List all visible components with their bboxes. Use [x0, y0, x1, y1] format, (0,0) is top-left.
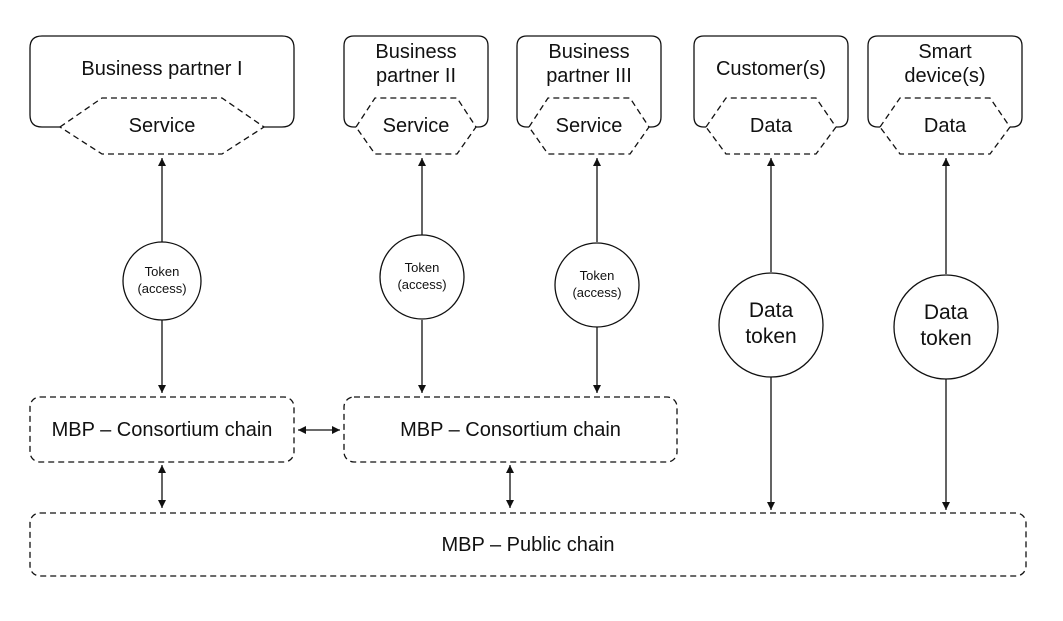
party-box-customers [693, 35, 849, 128]
party-box-business-partner-1 [29, 35, 295, 128]
data-token-label-customers: Data token [745, 299, 797, 349]
service-hexagon-1 [58, 97, 266, 155]
token-circle-2 [379, 234, 465, 320]
service-label-1: Service [128, 115, 196, 137]
token-label-3: Token (access) [572, 268, 622, 300]
token-label-1: Token (access) [137, 264, 187, 296]
data-hexagon-customers [705, 97, 837, 155]
data-token-circle-customers [718, 272, 824, 378]
party-box-business-partner-3 [516, 35, 662, 128]
service-hexagon-2 [355, 97, 477, 155]
party-box-smart-devices [867, 35, 1023, 128]
token-circle-3 [554, 242, 640, 328]
data-token-label-smart-devices: Data token [920, 301, 972, 351]
token-label-2: Token (access) [397, 260, 447, 292]
service-label-2: Service [382, 115, 450, 137]
consortium-chain-label-right: MBP – Consortium chain [400, 419, 621, 441]
public-chain-box [29, 512, 1027, 577]
public-chain-label: MBP – Public chain [441, 534, 615, 556]
party-box-business-partner-2 [343, 35, 489, 128]
service-label-3: Service [555, 115, 623, 137]
consortium-chain-label-left: MBP – Consortium chain [51, 419, 273, 441]
party-title-business-partner-2: Business partner II [375, 41, 457, 87]
data-label-smart-devices: Data [923, 115, 967, 137]
consortium-chain-box-left [29, 396, 295, 463]
token-circle-1 [122, 241, 202, 321]
arrows [158, 158, 950, 510]
data-hexagon-smart-devices [879, 97, 1011, 155]
party-title-customers: Customer(s) [715, 58, 826, 80]
service-hexagon-3 [528, 97, 650, 155]
party-title-business-partner-1: Business partner I [81, 58, 243, 80]
token-circles [122, 234, 999, 380]
party-title-smart-devices: Smart device(s) [904, 41, 986, 87]
exchange-hexagons [58, 97, 1011, 155]
chain-boxes [29, 396, 1027, 577]
data-label-customers: Data [749, 115, 793, 137]
party-boxes [29, 35, 1023, 128]
consortium-chain-box-right [343, 396, 678, 463]
data-token-circle-devices [893, 274, 999, 380]
party-title-business-partner-3: Business partner III [546, 41, 632, 87]
